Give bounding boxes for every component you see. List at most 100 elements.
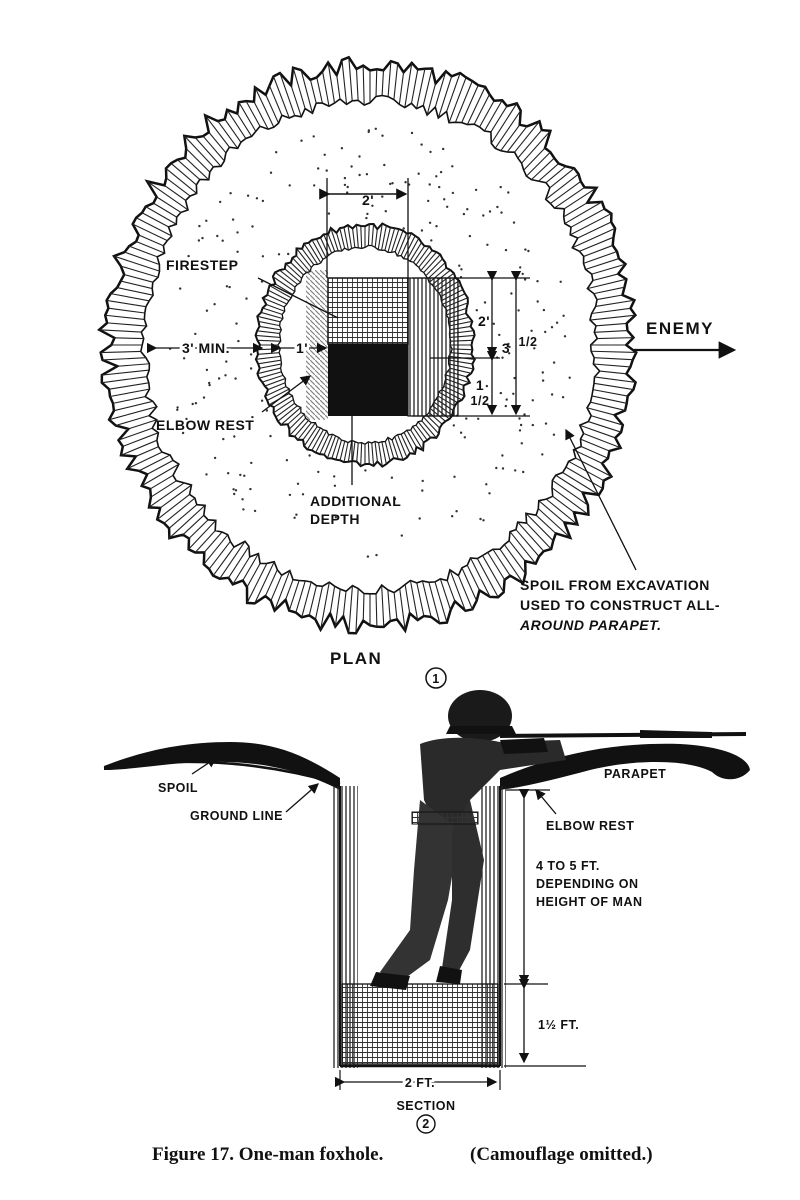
hatch-line bbox=[564, 201, 603, 225]
hatch-line bbox=[266, 304, 285, 312]
dim-width-label: 2' bbox=[362, 192, 374, 208]
hatch-line bbox=[228, 546, 250, 579]
plan-title: PLAN bbox=[330, 649, 382, 668]
pit-side-shade bbox=[306, 270, 328, 420]
hatch-line bbox=[415, 68, 426, 109]
stipple-dot bbox=[334, 516, 337, 519]
hatch-line bbox=[236, 113, 253, 137]
stipple-dot bbox=[541, 453, 544, 456]
hatch-line bbox=[591, 350, 637, 354]
depth-note-line-3: HEIGHT OF MAN bbox=[536, 895, 643, 909]
hatch-line bbox=[579, 236, 614, 252]
hatch-line bbox=[311, 239, 324, 260]
hatch-line bbox=[148, 482, 185, 508]
hatch-line bbox=[375, 69, 378, 97]
hatch-line bbox=[120, 280, 153, 290]
stipple-dot bbox=[505, 398, 508, 401]
hatch-line bbox=[404, 62, 413, 108]
hatch-line bbox=[257, 352, 280, 355]
stipple-dot bbox=[421, 479, 424, 483]
hatch-line bbox=[269, 285, 292, 299]
stipple-dot bbox=[527, 249, 530, 253]
stipple-dot bbox=[236, 231, 239, 234]
hatch-line bbox=[141, 212, 169, 228]
hatch-line bbox=[428, 582, 441, 624]
hatch-line bbox=[461, 567, 478, 601]
stipple-dot bbox=[533, 347, 536, 350]
spoil-note-line-1: SPOIL FROM EXCAVATION bbox=[520, 577, 710, 593]
hatch-line bbox=[377, 223, 383, 250]
hatch-line bbox=[107, 322, 147, 327]
stipple-dot bbox=[482, 519, 485, 522]
hatch-line bbox=[327, 62, 336, 104]
hatch-line bbox=[339, 228, 346, 249]
stipple-dot bbox=[231, 218, 235, 221]
hatch-line bbox=[238, 101, 257, 132]
stipple-dot bbox=[350, 165, 353, 168]
hatch-line bbox=[555, 474, 584, 494]
hatch-line bbox=[552, 479, 589, 506]
hatch-line bbox=[153, 202, 177, 218]
stipple-dot bbox=[446, 205, 449, 208]
hatch-line bbox=[336, 232, 343, 252]
hatch-line bbox=[285, 263, 303, 279]
stipple-dot bbox=[261, 199, 265, 203]
hatch-line bbox=[355, 224, 359, 248]
hatch-line bbox=[515, 529, 540, 557]
hatch-line bbox=[422, 68, 433, 106]
stipple-dot bbox=[234, 489, 238, 492]
hatch-line bbox=[306, 427, 321, 450]
section-number-circle bbox=[416, 1114, 436, 1134]
hatch-line bbox=[185, 148, 211, 173]
hatch-line bbox=[203, 534, 229, 565]
leg-right bbox=[442, 800, 484, 976]
hatch-line bbox=[506, 125, 528, 153]
hatch-line bbox=[258, 371, 282, 379]
stipple-dot bbox=[420, 143, 423, 146]
stipple-dot bbox=[233, 492, 236, 496]
hatch-line bbox=[416, 582, 425, 617]
stipple-dot bbox=[219, 200, 222, 204]
stipple-dot bbox=[208, 383, 211, 387]
stipple-dot bbox=[435, 225, 438, 228]
section-title: SECTION bbox=[396, 1099, 455, 1113]
hatch-line bbox=[202, 135, 225, 162]
hatch-line bbox=[280, 407, 302, 426]
stipple-dot bbox=[246, 194, 250, 197]
hatch-line bbox=[393, 63, 399, 100]
hatch-line bbox=[321, 71, 330, 107]
hatch-line bbox=[290, 262, 304, 276]
stipple-dot bbox=[366, 555, 370, 558]
stipple-dot bbox=[465, 417, 468, 420]
stipple-dot bbox=[301, 493, 305, 496]
hatch-line bbox=[591, 307, 631, 315]
hatch-line bbox=[457, 575, 473, 610]
stipple-dot bbox=[375, 553, 378, 557]
hatch-line bbox=[508, 540, 526, 562]
hatch-line bbox=[371, 442, 375, 466]
hatch-line bbox=[490, 103, 518, 144]
stipple-dot bbox=[365, 216, 368, 220]
hatch-line bbox=[412, 425, 425, 443]
stipple-dot bbox=[510, 292, 513, 295]
hatch-line bbox=[549, 167, 575, 189]
dim-three-label: 3 bbox=[502, 340, 510, 356]
hatch-line bbox=[208, 541, 231, 570]
hatch-line bbox=[347, 225, 353, 249]
elbow-rest-leader bbox=[535, 789, 557, 815]
hatch-line bbox=[509, 531, 537, 565]
hatch-line bbox=[258, 320, 280, 327]
firestep-area bbox=[327, 277, 409, 345]
stipple-dot bbox=[233, 435, 236, 438]
hatch-line bbox=[396, 233, 408, 257]
stipple-dot bbox=[439, 170, 443, 174]
hatch-line bbox=[112, 396, 146, 404]
stipple-dot bbox=[205, 473, 208, 476]
hatch-line bbox=[136, 240, 165, 254]
hatch-line bbox=[303, 426, 318, 447]
hatch-line bbox=[224, 118, 242, 143]
hatch-line bbox=[258, 359, 282, 365]
stipple-dot bbox=[400, 534, 403, 537]
stipple-dot bbox=[194, 402, 198, 405]
